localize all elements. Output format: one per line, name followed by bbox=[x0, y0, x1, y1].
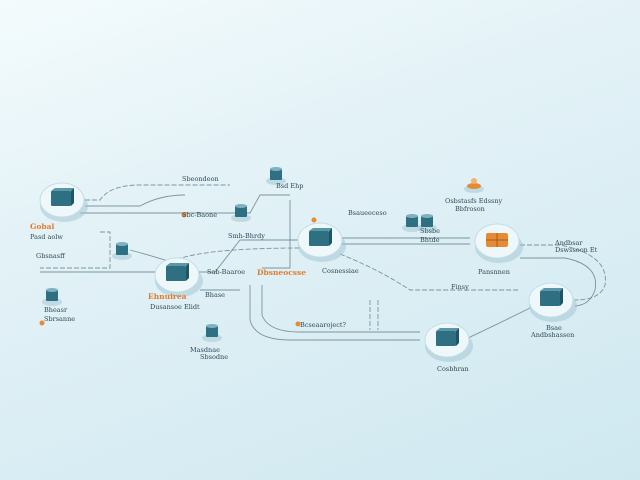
cloud-icon bbox=[467, 178, 481, 189]
node-label: Bhase bbox=[205, 291, 225, 299]
node-label: Sbc-Baone bbox=[182, 211, 217, 219]
node-label: Masdnae bbox=[190, 346, 220, 354]
connection-line bbox=[520, 244, 606, 301]
database-icon bbox=[46, 288, 58, 301]
connection-line bbox=[40, 231, 111, 269]
node-label: Gobal bbox=[30, 222, 55, 231]
nodes bbox=[39, 167, 577, 362]
node-server-hub[interactable] bbox=[424, 322, 473, 362]
node-label: Bsae bbox=[546, 324, 562, 332]
connection-line bbox=[262, 200, 291, 269]
database-icon bbox=[406, 214, 418, 227]
node-label: Sbeondeon bbox=[182, 175, 219, 183]
server-icon bbox=[51, 188, 74, 206]
node-label: Finsy bbox=[451, 283, 469, 291]
node-label: Sbsbe bbox=[420, 227, 440, 235]
node-package-hub[interactable] bbox=[474, 223, 523, 263]
node-database[interactable] bbox=[417, 214, 437, 232]
connection-line bbox=[339, 253, 520, 291]
connection-line bbox=[249, 285, 420, 341]
database-icon bbox=[235, 204, 247, 217]
node-label: Cosbhran bbox=[437, 365, 469, 373]
connection-line bbox=[369, 300, 379, 330]
node-label: Cosnessiae bbox=[322, 267, 359, 275]
server-icon bbox=[540, 288, 563, 306]
node-server-hub[interactable] bbox=[39, 182, 88, 222]
node-label: Pasd aolw bbox=[30, 233, 63, 241]
node-server-hub[interactable] bbox=[297, 222, 346, 262]
node-database[interactable] bbox=[42, 288, 62, 306]
connections bbox=[40, 184, 606, 341]
node-label: Bbfroson bbox=[455, 205, 485, 213]
node-label: Bhtde bbox=[420, 236, 440, 244]
node-label: Dbsneocsse bbox=[257, 268, 306, 277]
node-label: Bcseaaroject? bbox=[300, 321, 346, 329]
package-icon bbox=[486, 233, 508, 247]
node-label: Dswssoon Et bbox=[555, 246, 598, 254]
node-label: Bheasr bbox=[44, 306, 68, 314]
node-database[interactable] bbox=[112, 242, 132, 260]
node-label: Bsd Ehp bbox=[276, 182, 303, 190]
node-label: Pansnnen bbox=[478, 268, 510, 276]
connection-line bbox=[467, 307, 531, 339]
node-label: Bsaueeceso bbox=[348, 209, 387, 217]
node-server-hub[interactable] bbox=[154, 257, 203, 297]
node-label: Ehnuirea bbox=[148, 292, 187, 301]
node-database[interactable] bbox=[231, 204, 251, 222]
status-dot bbox=[295, 321, 301, 327]
node-label: Dusansoe Elidt bbox=[150, 303, 200, 311]
status-dot bbox=[39, 320, 45, 326]
node-label: Sbrsanne bbox=[44, 315, 75, 323]
node-label: Gbsnasff bbox=[36, 252, 66, 260]
node-label: Sbsodne bbox=[200, 353, 228, 361]
server-icon bbox=[166, 263, 189, 281]
database-icon bbox=[270, 167, 282, 180]
node-label: Smh-Bhrdy bbox=[228, 232, 265, 240]
status-dot bbox=[181, 212, 187, 218]
node-label: Osbstasfs Edssny bbox=[445, 197, 503, 205]
server-icon bbox=[436, 328, 459, 346]
node-database[interactable] bbox=[202, 324, 222, 342]
node-database[interactable] bbox=[266, 167, 286, 185]
connection-line bbox=[261, 285, 420, 333]
connection-line bbox=[520, 257, 597, 307]
database-icon bbox=[206, 324, 218, 337]
node-label: Andbshassen bbox=[530, 331, 574, 339]
connection-line bbox=[40, 239, 300, 273]
node-label: Sab-Baaroe bbox=[207, 268, 245, 276]
node-database[interactable] bbox=[402, 214, 422, 232]
node-label: Andbsar bbox=[554, 239, 583, 247]
connection-line bbox=[169, 247, 301, 263]
connection-line bbox=[80, 194, 290, 214]
server-icon bbox=[309, 228, 332, 246]
status-dot bbox=[311, 217, 317, 223]
database-icon bbox=[116, 242, 128, 255]
database-icon bbox=[421, 214, 433, 227]
node-cloud[interactable] bbox=[464, 178, 484, 193]
connection-line bbox=[85, 184, 230, 201]
connection-line bbox=[85, 194, 186, 207]
node-server-hub[interactable] bbox=[528, 282, 577, 322]
